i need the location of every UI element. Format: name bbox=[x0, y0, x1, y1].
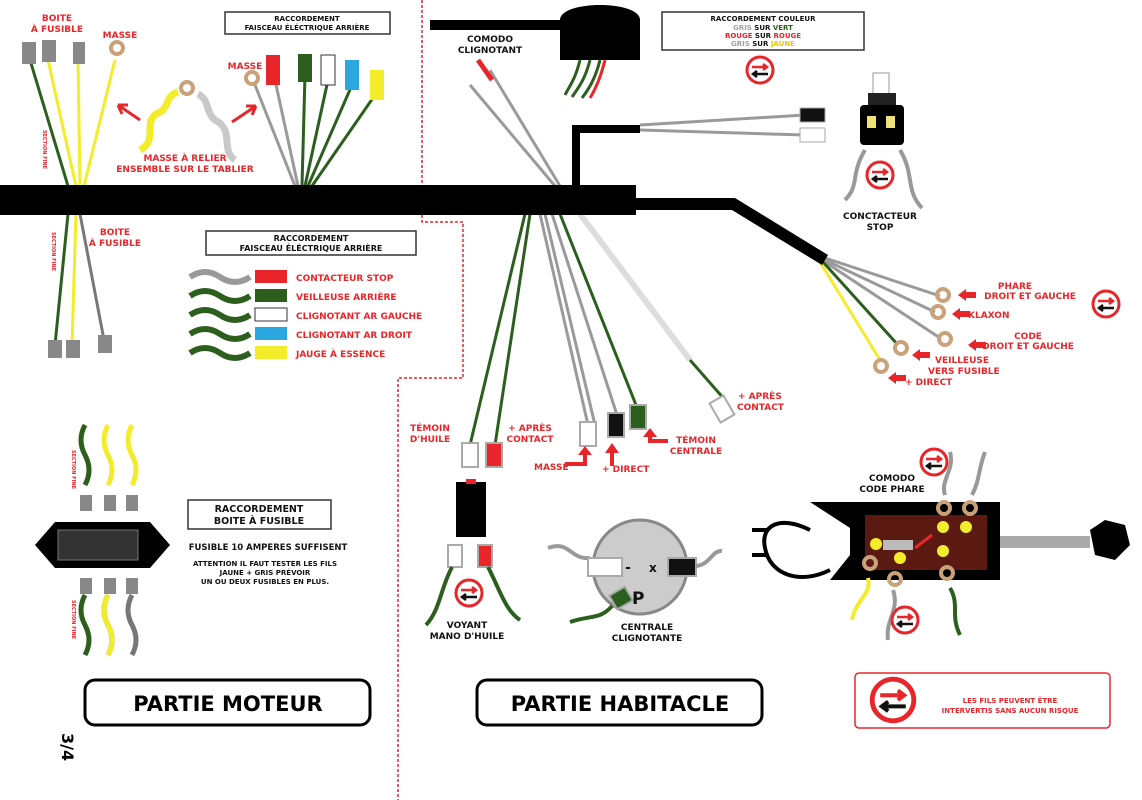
label: TÉMOIN bbox=[410, 422, 450, 434]
label: MASSE bbox=[228, 62, 263, 72]
label: KLAXON bbox=[968, 311, 1009, 321]
box-title: RACCORDEMENT bbox=[215, 504, 304, 515]
swap-icon bbox=[872, 679, 914, 721]
label: COMODO bbox=[869, 474, 915, 484]
fuse-box bbox=[35, 423, 170, 657]
swap-icon bbox=[919, 447, 949, 477]
color-rule: GRIS SUR JAUNE bbox=[731, 40, 795, 48]
label: VEILLEUSE bbox=[935, 356, 989, 366]
label: VERS FUSIBLE bbox=[928, 367, 1000, 377]
centrale-clignotante: - x P bbox=[547, 518, 723, 624]
swap-icon bbox=[890, 605, 920, 635]
engine-wires-bottom bbox=[48, 213, 112, 358]
fuse-note: UN OU DEUX FUSIBLES EN PLUS. bbox=[201, 578, 329, 586]
legend-item-label: CLIGNOTANT AR GAUCHE bbox=[296, 312, 422, 322]
label: BOITE bbox=[42, 14, 72, 24]
label: CENTRALE bbox=[621, 623, 673, 633]
page-number: 3/4 bbox=[58, 733, 77, 761]
section-fine-label: SECTION FINE bbox=[70, 450, 76, 490]
swap-icon bbox=[454, 578, 484, 608]
terminal-x: x bbox=[649, 561, 657, 575]
label: MASSE bbox=[534, 463, 569, 473]
color-rule: ROUGE SUR ROUGE bbox=[725, 32, 801, 40]
label: À FUSIBLE bbox=[89, 237, 141, 249]
label: COMODO bbox=[467, 35, 513, 45]
label: CODE bbox=[1014, 332, 1042, 342]
partie-moteur-title: PARTIE MOTEUR bbox=[83, 678, 372, 727]
raccord-arriere-legend-box: RACCORDEMENT FAISCEAU ÉLÉCTRIQUE ARRIÈRE bbox=[205, 230, 417, 256]
swap-icon bbox=[745, 55, 775, 85]
terminal-p: P bbox=[632, 589, 644, 609]
label: CONTACT bbox=[507, 435, 555, 445]
section-fine-label: SECTION FINE bbox=[50, 232, 56, 272]
legend-item-label: CLIGNOTANT AR DROIT bbox=[296, 331, 413, 341]
label: DROIT ET GAUCHE bbox=[984, 292, 1076, 302]
legend-note: LES FILS PEUVENT ÊTRE bbox=[963, 696, 1058, 705]
legend-item-label: JAUGE À ESSENCE bbox=[295, 348, 385, 360]
box-title: FAISCEAU ÉLÉCTRIQUE ARRIÈRE bbox=[240, 242, 383, 253]
label: CONCTACTEUR bbox=[843, 212, 917, 222]
label: MASSE bbox=[103, 31, 138, 41]
engine-wires-top bbox=[22, 40, 384, 187]
engine-labels: BOITE À FUSIBLE MASSE MASSE À RELIER ENS… bbox=[31, 14, 422, 640]
label: CLIGNOTANTE bbox=[612, 634, 682, 644]
label: MASSE À RELIER bbox=[143, 152, 226, 164]
label: VOYANT bbox=[447, 621, 488, 631]
swap-icon bbox=[865, 160, 895, 190]
label: + APRÈS bbox=[738, 390, 782, 402]
cabin-red-labels: PHARE DROIT ET GAUCHE KLAXON CODE DROIT … bbox=[410, 282, 1076, 475]
fuse-note: FUSIBLE 10 AMPERES SUFFISENT bbox=[189, 543, 348, 553]
section-fine-label: SECTION FINE bbox=[70, 600, 76, 640]
box-title: RACCORDEMENT COULEUR bbox=[711, 15, 817, 23]
fuse-box-notes: RACCORDEMENT BOITE À FUSIBLE FUSIBLE 10 … bbox=[187, 499, 348, 586]
label: BOITE bbox=[100, 228, 130, 238]
box-title: BOITE À FUSIBLE bbox=[214, 515, 304, 527]
label: PHARE bbox=[998, 282, 1032, 292]
label: CODE PHARE bbox=[859, 485, 924, 495]
cabin-black-labels: COMODO CLIGNOTANT CONCTACTEUR STOP VOYAN… bbox=[430, 35, 925, 644]
box-title: FAISCEAU ÉLÉCTRIQUE ARRIÈRE bbox=[245, 23, 370, 32]
fuse-note: JAUNE + GRIS PRÉVOIR bbox=[219, 568, 311, 577]
section-title: PARTIE HABITACLE bbox=[511, 692, 729, 716]
comodo-code-phare bbox=[752, 451, 1130, 641]
voyant-mano-huile bbox=[424, 479, 522, 627]
label: STOP bbox=[867, 223, 894, 233]
rear-harness-legend-swatches bbox=[188, 269, 288, 361]
label: CLIGNOTANT bbox=[458, 46, 523, 56]
label: TÉMOIN bbox=[676, 434, 716, 446]
label: À FUSIBLE bbox=[31, 23, 83, 35]
comodo-clignotant bbox=[430, 5, 640, 99]
label: CENTRALE bbox=[670, 447, 722, 457]
section-fine-label: SECTION FINE bbox=[41, 130, 47, 170]
couleur-box: RACCORDEMENT COULEUR GRIS SUR VERT ROUGE… bbox=[661, 11, 865, 51]
color-rule: GRIS SUR VERT bbox=[733, 24, 793, 32]
section-divider bbox=[397, 0, 464, 800]
section-title: PARTIE MOTEUR bbox=[133, 692, 322, 716]
swap-icon bbox=[1091, 289, 1121, 319]
cabin-wires bbox=[461, 69, 986, 468]
label: + DIRECT bbox=[905, 378, 953, 388]
contacteur-stop bbox=[843, 72, 924, 210]
terminal-minus: - bbox=[625, 560, 631, 576]
label: MANO D'HUILE bbox=[430, 632, 505, 642]
label: D'HUILE bbox=[410, 435, 450, 445]
raccord-arriere-top-box: RACCORDEMENT FAISCEAU ÉLÉCTRIQUE ARRIÈRE bbox=[224, 11, 391, 35]
label: ENSEMBLE SUR LE TABLIER bbox=[116, 165, 254, 175]
legend-item-label: VEILLEUSE ARRIÈRE bbox=[296, 291, 397, 303]
label: CONTACT bbox=[737, 403, 785, 413]
fuse-note: ATTENTION IL FAUT TESTER LES FILS bbox=[193, 560, 337, 568]
swap-legend-box: LES FILS PEUVENT ÊTRE INTERVERTIS SANS A… bbox=[854, 672, 1111, 729]
box-title: RACCORDEMENT bbox=[274, 234, 349, 243]
label: DROIT ET GAUCHE bbox=[982, 342, 1074, 352]
legend-item-label: CONTACTEUR STOP bbox=[296, 274, 394, 284]
label: + DIRECT bbox=[602, 465, 650, 475]
partie-habitacle-title: PARTIE HABITACLE bbox=[475, 678, 764, 727]
box-title: RACCORDEMENT bbox=[274, 15, 340, 23]
legend-note: INTERVERTIS SANS AUCUN RISQUE bbox=[942, 707, 1079, 715]
label: + APRÈS bbox=[508, 422, 552, 434]
main-harness bbox=[0, 125, 828, 265]
